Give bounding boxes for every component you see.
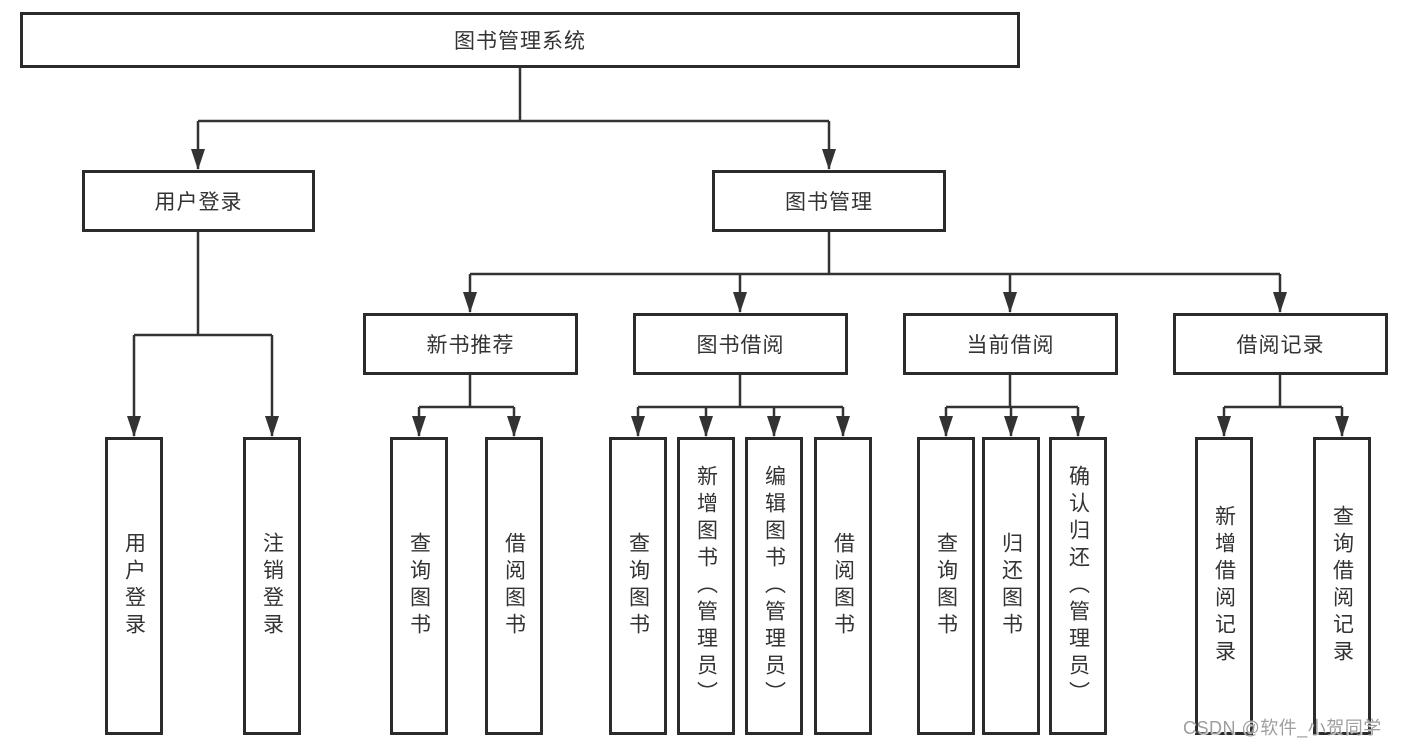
node-user-login-leaf: 用户登录 — [105, 437, 163, 735]
node-label: 新增借阅记录 — [1212, 505, 1236, 667]
node-query-books-current: 查询图书 — [917, 437, 975, 735]
node-label: 归还图书 — [999, 532, 1023, 640]
node-borrowing-records: 借阅记录 — [1173, 313, 1388, 375]
node-confirm-return-admin: 确认归还（管理员） — [1049, 437, 1107, 735]
node-label: 借阅图书 — [502, 532, 526, 640]
node-edit-books-admin: 编辑图书（管理员） — [745, 437, 803, 735]
node-current-borrowing: 当前借阅 — [903, 313, 1118, 375]
node-book-borrowing: 图书借阅 — [633, 313, 848, 375]
node-label: 查询借阅记录 — [1330, 505, 1354, 667]
node-book-management: 图书管理 — [712, 170, 946, 232]
node-add-borrow-record: 新增借阅记录 — [1195, 437, 1253, 735]
node-user-login: 用户登录 — [82, 170, 315, 232]
node-borrow-books-leaf: 借阅图书 — [814, 437, 872, 735]
node-query-books-borrow: 查询图书 — [609, 437, 667, 735]
node-label: 查询图书 — [407, 532, 431, 640]
node-label: 编辑图书（管理员） — [762, 464, 786, 708]
node-label: 查询图书 — [626, 532, 650, 640]
node-add-books-admin: 新增图书（管理员） — [677, 437, 735, 735]
node-return-books: 归还图书 — [982, 437, 1040, 735]
node-label: 查询图书 — [934, 532, 958, 640]
node-query-books-recommend: 查询图书 — [390, 437, 448, 735]
node-query-borrow-record: 查询借阅记录 — [1313, 437, 1371, 735]
node-label: 注销登录 — [260, 532, 284, 640]
csdn-watermark: CSDN @软件_小贺同学 — [1183, 718, 1382, 738]
node-library-system: 图书管理系统 — [20, 12, 1020, 68]
node-label: 借阅图书 — [831, 532, 855, 640]
node-borrow-books-recommend: 借阅图书 — [485, 437, 543, 735]
node-logout-leaf: 注销登录 — [243, 437, 301, 735]
node-label: 新增图书（管理员） — [694, 464, 718, 708]
node-new-book-recommendation: 新书推荐 — [363, 313, 578, 375]
node-label: 用户登录 — [122, 532, 146, 640]
node-label: 确认归还（管理员） — [1066, 464, 1090, 708]
